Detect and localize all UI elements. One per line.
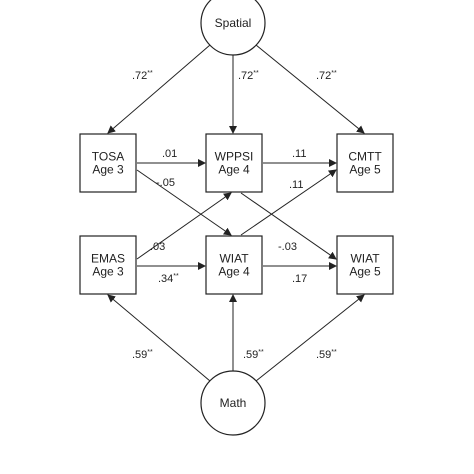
node-label-emas-0: EMAS <box>91 252 125 266</box>
latent-factor-circle-math <box>200 370 266 436</box>
measure-box-cmtt <box>336 133 394 193</box>
node-label-cmtt-0: CMTT <box>348 150 382 164</box>
node-label-emas-1: Age 3 <box>92 265 124 279</box>
path-arrow-wiat4-cmtt <box>240 169 337 236</box>
node-label-wppsi-1: Age 4 <box>218 163 250 177</box>
node-label-cmtt-1: Age 5 <box>349 163 381 177</box>
measure-box-wiat5 <box>336 235 394 295</box>
node-label-wiat5-1: Age 5 <box>349 265 381 279</box>
node-label-tosa-0: TOSA <box>92 150 124 164</box>
node-label-spatial-0: Spatial <box>215 16 252 30</box>
path-coefficient-wppsi-cmtt: .11 <box>292 148 306 160</box>
path-coefficient-wppsi-wiat5: .11 <box>289 179 303 191</box>
path-coefficient-math-emas: .59** <box>132 349 153 361</box>
measure-box-wppsi <box>205 133 263 193</box>
path-coefficient-spatial-tosa: .72** <box>132 70 153 82</box>
path-coefficient-spatial-cmtt: .72** <box>316 70 337 82</box>
path-coefficient-wiat4-cmtt: -.03 <box>278 241 297 253</box>
path-coefficient-math-wiat5: .59** <box>316 349 337 361</box>
node-label-wppsi-0: WPPSI <box>215 150 254 164</box>
path-arrow-emas-wppsi <box>136 192 232 260</box>
path-arrow-math-emas <box>107 294 211 382</box>
path-arrow-tosa-wiat4 <box>136 169 232 236</box>
path-arrow-spatial-cmtt <box>255 44 365 134</box>
latent-factor-circle-spatial <box>200 0 266 56</box>
path-coefficient-math-wiat4: .59** <box>243 349 264 361</box>
path-coefficient-tosa-wppsi: .01 <box>162 148 177 160</box>
node-label-math-0: Math <box>220 396 247 410</box>
node-label-wiat4-0: WIAT <box>219 252 249 266</box>
node-spatial: Spatial <box>200 0 266 56</box>
path-coefficient-spatial-wppsi: .72** <box>238 70 259 82</box>
path-arrow-wppsi-wiat5 <box>240 192 337 260</box>
measure-box-tosa <box>79 133 137 193</box>
node-label-wiat4-1: Age 4 <box>218 265 250 279</box>
path-coefficient-emas-wppsi: .03 <box>150 241 165 253</box>
node-math: Math <box>200 370 266 436</box>
measure-box-emas <box>79 235 137 295</box>
node-label-tosa-1: Age 3 <box>92 163 124 177</box>
path-arrow-spatial-tosa <box>107 44 211 134</box>
path-arrow-math-wiat5 <box>255 294 365 382</box>
measure-box-wiat4 <box>205 235 263 295</box>
node-label-wiat5-0: WIAT <box>350 252 380 266</box>
path-coefficient-wiat4-wiat5: .17 <box>292 273 307 285</box>
path-coefficient-emas-wiat4: .34** <box>158 273 179 285</box>
path-coefficient-tosa-wiat4: -.05 <box>156 177 175 189</box>
